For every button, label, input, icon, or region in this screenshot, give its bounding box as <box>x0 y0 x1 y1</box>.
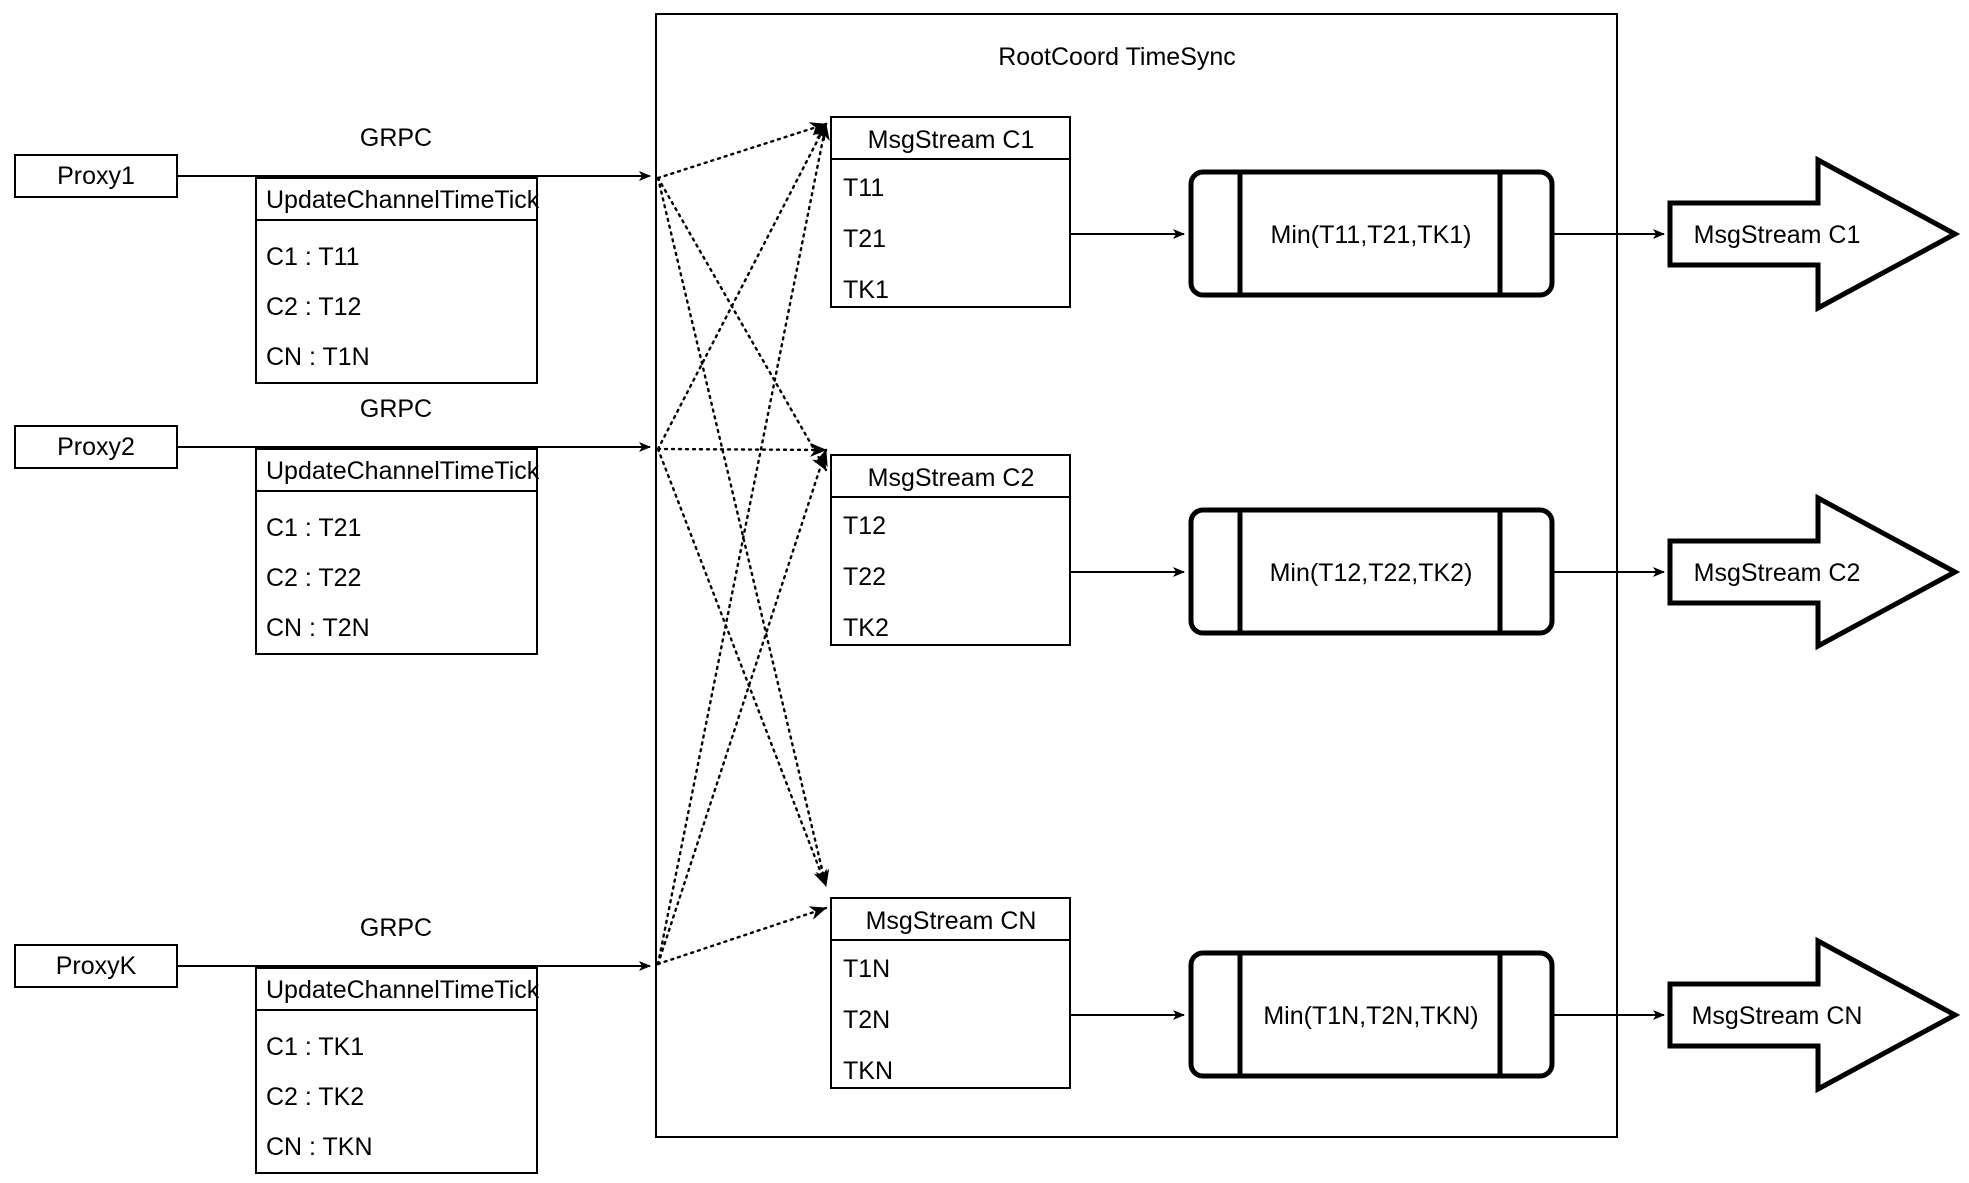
update-channel-timetick-box-3 <box>255 967 538 1174</box>
dotted-connector-p2-c1 <box>656 122 828 451</box>
msgstream-box-2 <box>830 454 1071 646</box>
msgstream-row-1-1: T21 <box>843 225 886 253</box>
msgstream-title-2: MsgStream C2 <box>868 464 1035 492</box>
msgstream-row-2-0: T12 <box>843 512 886 540</box>
grpc-label-1: GRPC <box>360 124 432 152</box>
update-channel-timetick-title-2: UpdateChannelTimeTick <box>266 457 540 485</box>
update-channel-timetick-row-2-2: CN : T2N <box>266 614 370 642</box>
update-channel-timetick-box-2 <box>255 448 538 655</box>
dotted-connector-p2-c2 <box>656 442 828 457</box>
dotted-connector-pk-c2 <box>656 448 828 966</box>
dotted-connector-p1-c2 <box>656 176 828 472</box>
msgstream-row-3-0: T1N <box>843 955 890 983</box>
msgstream-row-2-2: TK2 <box>843 614 889 642</box>
proxy-box-1[interactable] <box>14 154 178 198</box>
msgstream-title-1: MsgStream C1 <box>868 126 1035 154</box>
dotted-connector-p1-c1 <box>656 122 828 180</box>
dotted-connector-pk-cn <box>656 906 828 966</box>
update-channel-timetick-row-1-0: C1 : T11 <box>266 243 360 271</box>
output-label-2: MsgStream C2 <box>1694 559 1861 587</box>
container-title: RootCoord TimeSync <box>998 43 1236 71</box>
msgstream-row-1-0: T11 <box>843 174 884 202</box>
msgstream-title-3: MsgStream CN <box>866 907 1037 935</box>
msgstream-box-1 <box>830 116 1071 308</box>
proxy-box-2[interactable] <box>14 425 178 469</box>
output-block-arrow-2 <box>1667 493 1961 651</box>
grpc-label-3: GRPC <box>360 914 432 942</box>
min-label-3: Min(T1N,T2N,TKN) <box>1263 1002 1478 1030</box>
update-channel-timetick-box-1 <box>255 177 538 384</box>
min-label-1: Min(T11,T21,TK1) <box>1271 221 1472 249</box>
msgstream-row-3-2: TKN <box>843 1057 893 1085</box>
output-block-arrow-1 <box>1667 155 1961 313</box>
msgstream-row-3-1: T2N <box>843 1006 890 1034</box>
update-channel-timetick-title-1: UpdateChannelTimeTick <box>266 186 540 214</box>
update-channel-timetick-row-3-0: C1 : TK1 <box>266 1033 364 1061</box>
proxy-label-3: ProxyK <box>56 952 137 980</box>
output-label-1: MsgStream C1 <box>1694 221 1861 249</box>
update-channel-timetick-row-3-2: CN : TKN <box>266 1133 373 1161</box>
output-label-3: MsgStream CN <box>1692 1002 1863 1030</box>
update-channel-timetick-row-1-2: CN : T1N <box>266 343 370 371</box>
update-channel-timetick-title-3: UpdateChannelTimeTick <box>266 976 540 1004</box>
grpc-label-2: GRPC <box>360 395 432 423</box>
dotted-connector-p1-cn <box>656 176 830 888</box>
msgstream-row-1-2: TK1 <box>843 276 889 304</box>
proxy-label-1: Proxy1 <box>57 162 135 190</box>
update-channel-timetick-row-1-1: C2 : T12 <box>266 293 361 321</box>
min-label-2: Min(T12,T22,TK2) <box>1270 559 1473 587</box>
output-block-arrow-3 <box>1667 936 1961 1094</box>
update-channel-timetick-row-2-0: C1 : T21 <box>266 514 361 542</box>
proxy-label-2: Proxy2 <box>57 433 135 461</box>
update-channel-timetick-row-3-1: C2 : TK2 <box>266 1083 364 1111</box>
rootcoord-timesync-container <box>655 13 1618 1138</box>
dotted-connector-p2-cn <box>656 447 828 888</box>
dotted-connector-pk-c1 <box>656 122 830 966</box>
msgstream-box-3 <box>830 897 1071 1089</box>
update-channel-timetick-row-2-1: C2 : T22 <box>266 564 361 592</box>
msgstream-row-2-1: T22 <box>843 563 886 591</box>
